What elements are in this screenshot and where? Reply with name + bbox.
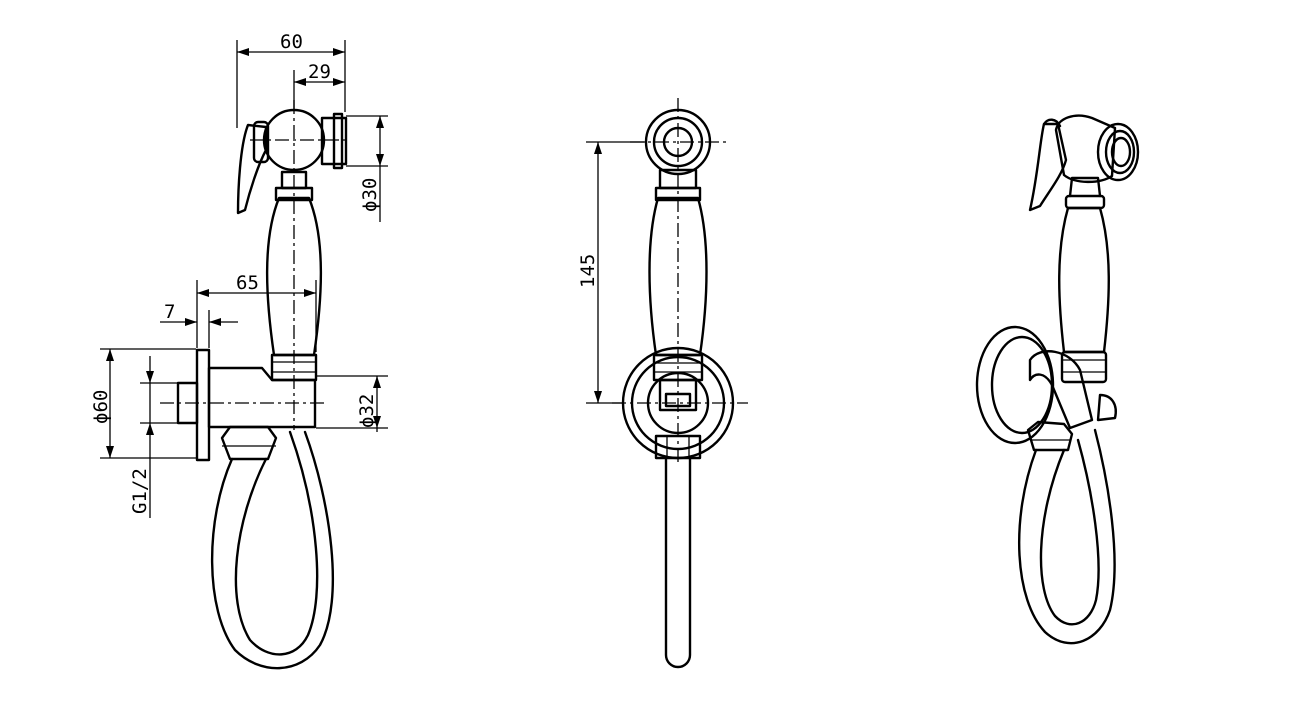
perspective-head [1054,114,1117,184]
perspective-nut [1026,420,1074,452]
perspective-lever [1028,122,1068,212]
perspective-nozzle [1096,122,1140,182]
front-view: 145 [577,98,748,669]
front-hose [664,456,692,669]
lever [236,123,268,215]
wall-plate [195,348,211,462]
dim-head-diameter: ϕ30 [359,178,381,212]
perspective-hose [1018,428,1116,645]
dim-height: 145 [577,254,599,288]
side-view: 60 29 ϕ30 65 7 ϕ60 [90,31,388,670]
holder-body [207,366,317,429]
hose [210,430,335,670]
perspective-wall-plate [975,325,1055,445]
perspective-holder [1028,350,1094,430]
perspective-handle [1058,206,1110,354]
dim-overall-width: 60 [280,31,303,53]
perspective-view [975,114,1140,645]
dim-thread: G1/2 [129,468,151,514]
dim-body-diameter: ϕ32 [356,394,378,428]
hose-nut [220,425,278,461]
dim-head-offset: 29 [308,61,331,83]
dim-plate-thickness: 7 [164,301,175,323]
dim-plate-diameter: ϕ60 [90,390,112,424]
dim-projection: 65 [236,272,259,294]
